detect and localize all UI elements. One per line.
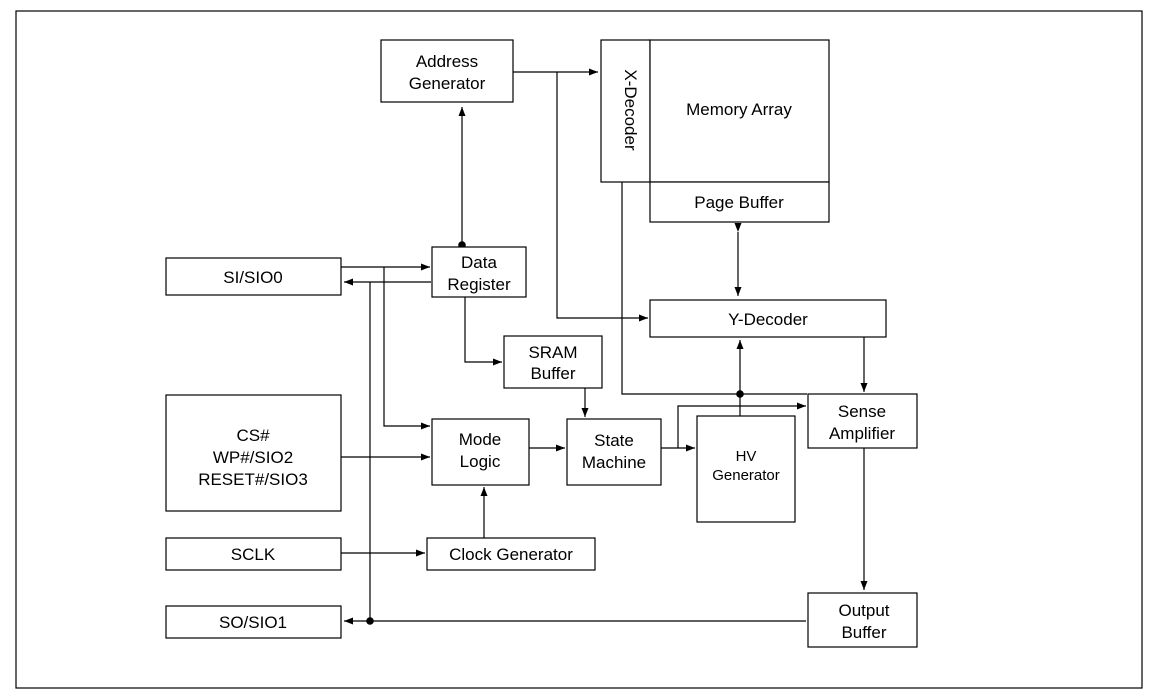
reset-sio3-pin-label: RESET#/SIO3 (198, 470, 308, 489)
wire-xdec-junction (621, 182, 807, 395)
block-si-sio0: SI/SIO0 (165, 257, 342, 296)
block-y-decoder: Y-Decoder (649, 299, 887, 338)
so-sio1-label: SO/SIO1 (219, 613, 287, 632)
block-sense-amplifier: Sense Amplifier (807, 393, 918, 449)
wire-datareg-sram (464, 297, 502, 366)
page-buffer-label: Page Buffer (694, 193, 784, 212)
block-sram-buffer: SRAM Buffer (503, 335, 603, 389)
hv-generator-label-line1: HV (736, 448, 757, 465)
state-machine-label-line1: State (594, 431, 634, 450)
block-sclk: SCLK (165, 537, 342, 571)
clock-generator-label: Clock Generator (449, 545, 573, 564)
sram-buffer-label-line1: SRAM (528, 343, 577, 362)
mode-logic-label-line1: Mode (459, 430, 502, 449)
sense-amplifier-label-line2: Amplifier (829, 424, 895, 443)
x-decoder-label: X-Decoder (621, 69, 640, 151)
block-so-sio1: SO/SIO1 (165, 605, 342, 639)
block-x-decoder: X-Decoder (600, 39, 651, 183)
hv-generator-label-line2: Generator (712, 467, 780, 484)
output-buffer-label-line1: Output (838, 601, 889, 620)
sense-amplifier-label-line1: Sense (838, 402, 886, 421)
sclk-label: SCLK (231, 545, 276, 564)
data-register-label-line2: Register (447, 275, 511, 294)
block-memory-array: Memory Array (649, 39, 830, 183)
address-generator-label-line2: Generator (409, 74, 486, 93)
outer-frame (15, 10, 1143, 689)
block-hv-generator: HV Generator (696, 415, 796, 523)
block-address-generator: Address Generator (380, 39, 514, 103)
state-machine-label-line2: Machine (582, 453, 646, 472)
junction-dot (366, 617, 374, 625)
wire-addr-ydec (556, 72, 648, 322)
output-buffer-label-line2: Buffer (841, 623, 886, 642)
si-sio0-label: SI/SIO0 (223, 268, 283, 287)
y-decoder-label: Y-Decoder (728, 310, 808, 329)
connections (341, 68, 868, 625)
data-register-label-line1: Data (461, 253, 497, 272)
block-data-register: Data Register (431, 246, 527, 298)
cs-pin-label: CS# (236, 426, 270, 445)
sram-buffer-label-line2: Buffer (530, 364, 575, 383)
block-control-pins: CS# WP#/SIO2 RESET#/SIO3 (165, 394, 342, 512)
block-state-machine: State Machine (566, 418, 662, 486)
wire-state-sense (677, 402, 806, 448)
mode-logic-label-line2: Logic (460, 452, 501, 471)
memory-array-label: Memory Array (686, 100, 792, 119)
wire-si-modelogic (383, 267, 430, 430)
wp-sio2-pin-label: WP#/SIO2 (213, 448, 293, 467)
block-mode-logic: Mode Logic (431, 418, 530, 486)
junctions (366, 241, 744, 625)
junction-dot (736, 390, 744, 398)
block-output-buffer: Output Buffer (807, 592, 918, 648)
block-clock-generator: Clock Generator (426, 537, 596, 571)
address-generator-label-line1: Address (416, 52, 478, 71)
block-page-buffer: Page Buffer (649, 181, 830, 223)
